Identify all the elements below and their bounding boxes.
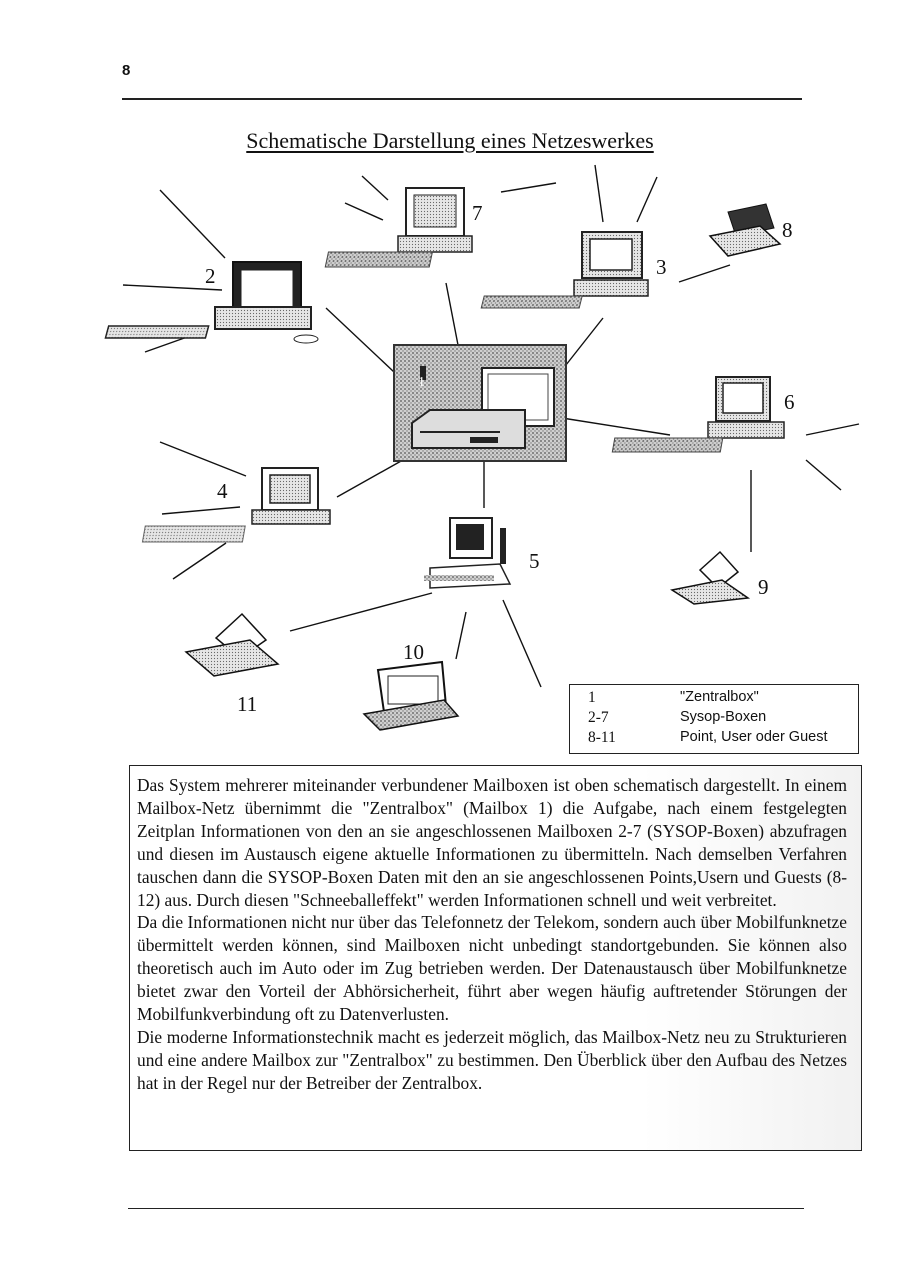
footer-rule: [128, 1208, 804, 1209]
label-6: 6: [784, 390, 795, 414]
central-box-computer: [393, 344, 567, 462]
label-2: 2: [205, 264, 216, 288]
computer-4: [141, 467, 331, 543]
computer-6: [611, 376, 785, 453]
computer-3: [480, 231, 649, 309]
label-3: 3: [656, 255, 667, 279]
connection-lines: [122, 164, 860, 688]
legend-value: Point, User oder Guest: [680, 729, 828, 745]
label-10: 10: [403, 640, 424, 664]
legend-box: 1 "Zentralbox" 2-7 Sysop-Boxen 8-11 Poin…: [569, 684, 859, 754]
label-8: 8: [782, 218, 793, 242]
network-diagram: 1 2 3 4 5 6 7 8 9 10 11: [104, 164, 860, 731]
legend-key: 8-11: [588, 729, 616, 746]
laptop-9: [670, 550, 751, 605]
label-9: 9: [758, 575, 769, 599]
paragraph-2: Da die Informationen nicht nur über das …: [137, 912, 847, 1025]
computer-5: [424, 517, 512, 589]
label-4: 4: [217, 479, 228, 503]
legend-value: Sysop-Boxen: [680, 709, 767, 725]
computer-2: [104, 261, 319, 344]
paragraph-3: Die moderne Informationstechnik macht es…: [137, 1026, 847, 1093]
description-text-box: Das System mehrerer miteinander verbunde…: [129, 765, 862, 1151]
legend-value: "Zentralbox": [680, 689, 759, 705]
page-number: 8: [122, 62, 131, 79]
legend-key: 2-7: [588, 709, 609, 726]
paragraph-1: Das System mehrerer miteinander verbunde…: [137, 775, 847, 910]
legend-key: 1: [588, 689, 596, 706]
label-7: 7: [472, 201, 483, 225]
computer-7: [324, 187, 473, 268]
laptop-11: [184, 612, 280, 677]
figure-title: Schematische Darstellung eines Netzeswer…: [246, 128, 654, 153]
laptop-8: [708, 203, 782, 257]
laptop-10: [362, 660, 460, 731]
label-11: 11: [237, 692, 257, 716]
header-rule: [122, 98, 802, 100]
label-5: 5: [529, 549, 540, 573]
label-1: 1: [418, 375, 425, 390]
